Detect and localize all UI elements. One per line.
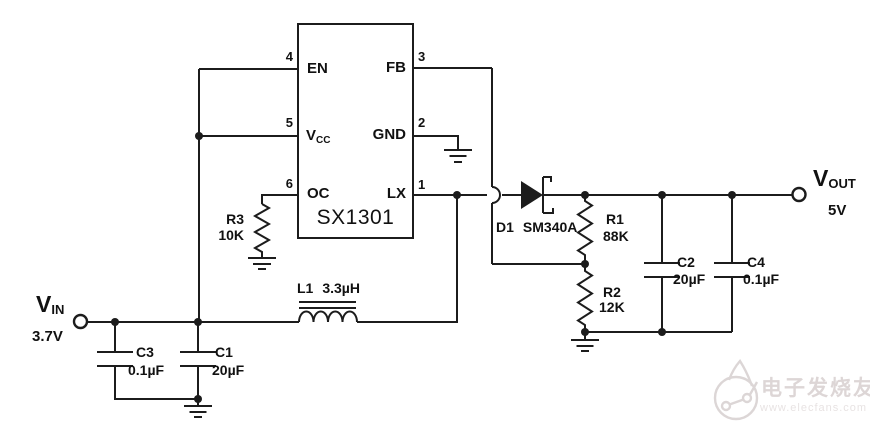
vout-label: VOUT bbox=[813, 165, 856, 191]
pin-label-gnd: GND bbox=[372, 126, 406, 143]
r1-value: 88K bbox=[603, 228, 629, 244]
pin-label-fb: FB bbox=[386, 59, 406, 76]
r2-ref: R2 bbox=[603, 284, 621, 300]
resistor-r3-symbol bbox=[248, 194, 298, 270]
ic-gnd-ground-symbol bbox=[413, 135, 472, 163]
wire-vin-rail bbox=[87, 68, 299, 323]
watermark-brand: 电子发烧友 bbox=[761, 377, 870, 400]
pin-label-en: EN bbox=[307, 60, 328, 77]
pin-number-3: 3 bbox=[418, 49, 426, 64]
diode-d1-symbol bbox=[521, 176, 554, 214]
ic-outline bbox=[297, 23, 414, 239]
wire-fb-feedback bbox=[413, 67, 585, 265]
r3-ref: R3 bbox=[226, 211, 244, 227]
c2-ref: C2 bbox=[677, 254, 695, 270]
pin-number-5: 5 bbox=[285, 115, 293, 130]
c3-ref: C3 bbox=[136, 344, 154, 360]
capacitor-c3-symbol bbox=[97, 322, 198, 400]
pin-label-oc: OC bbox=[307, 185, 330, 202]
c4-value: 0.1µF bbox=[743, 271, 780, 287]
pin-label-vcc: VCC bbox=[306, 127, 331, 146]
c3-value: 0.1µF bbox=[128, 362, 165, 378]
elecfans-logo-icon bbox=[713, 359, 759, 421]
capacitor-c2-symbol bbox=[644, 195, 680, 332]
pin-number-6: 6 bbox=[285, 176, 293, 191]
resistor-r2-symbol bbox=[571, 264, 599, 352]
capacitor-c4-symbol bbox=[714, 195, 750, 332]
r3-value: 10K bbox=[218, 227, 244, 243]
pin-number-4: 4 bbox=[285, 49, 293, 64]
vin-voltage: 3.7V bbox=[32, 328, 63, 345]
r1-ref: R1 bbox=[606, 211, 624, 227]
c1-ref: C1 bbox=[215, 344, 233, 360]
junction-dots bbox=[111, 132, 736, 403]
vout-terminal-icon bbox=[791, 186, 807, 203]
pin-number-2: 2 bbox=[418, 115, 426, 130]
pin-label-lx: LX bbox=[386, 185, 406, 202]
vin-terminal-icon bbox=[72, 313, 89, 330]
inductor-l1-symbol bbox=[298, 195, 458, 323]
vin-label: VIN bbox=[36, 291, 65, 317]
watermark-url: www.elecfans.com bbox=[760, 402, 868, 414]
ic-part-number: SX1301 bbox=[316, 206, 395, 229]
pin-number-1: 1 bbox=[418, 177, 426, 192]
vout-voltage: 5V bbox=[828, 202, 847, 219]
c4-ref: C4 bbox=[747, 254, 765, 270]
c2-value: 20µF bbox=[673, 271, 706, 287]
c1-value: 20µF bbox=[212, 362, 245, 378]
resistor-r1-symbol bbox=[576, 195, 594, 264]
capacitor-c1-symbol bbox=[180, 322, 216, 418]
r2-value: 12K bbox=[599, 299, 625, 315]
